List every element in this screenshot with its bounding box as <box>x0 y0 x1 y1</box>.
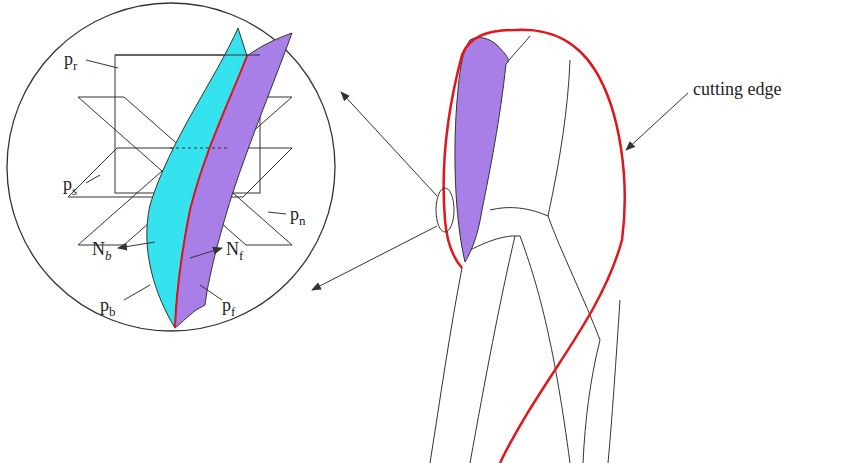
plane-label: pb <box>100 296 116 314</box>
leader-line <box>312 226 437 290</box>
plane-label: ps <box>63 175 77 193</box>
leader-line <box>341 92 437 196</box>
symbol-letter: p <box>100 295 109 315</box>
subscript: b <box>109 304 116 319</box>
subscript: n <box>299 213 306 228</box>
callout-label: cutting edge <box>693 80 781 98</box>
plane-label: pn <box>290 205 306 223</box>
plane-label: pf <box>222 296 235 314</box>
plane-label: Nb <box>92 240 112 258</box>
leader-lines <box>86 60 286 300</box>
cutting-edge-line <box>444 30 625 463</box>
subscript: b <box>105 248 112 263</box>
symbol-letter: N <box>92 239 105 259</box>
plane-lines <box>115 55 260 148</box>
plane-label: pr <box>64 50 77 68</box>
rake-face <box>455 38 508 262</box>
symbol-letter: p <box>64 49 73 69</box>
cutting-edge-line <box>175 56 247 328</box>
detail-ellipse <box>436 188 454 232</box>
leader-line <box>626 93 688 150</box>
symbol-letter: p <box>63 174 72 194</box>
subscript: f <box>239 248 243 263</box>
subscript: s <box>72 183 77 198</box>
symbol-letter: p <box>222 295 231 315</box>
end-mill <box>430 36 620 463</box>
subscript: f <box>231 304 235 319</box>
plane-label: Nf <box>226 240 243 258</box>
symbol-letter: p <box>290 204 299 224</box>
rake-face <box>175 33 292 328</box>
subscript: r <box>73 58 77 73</box>
magnifier-circle <box>7 3 335 331</box>
symbol-letter: N <box>226 239 239 259</box>
